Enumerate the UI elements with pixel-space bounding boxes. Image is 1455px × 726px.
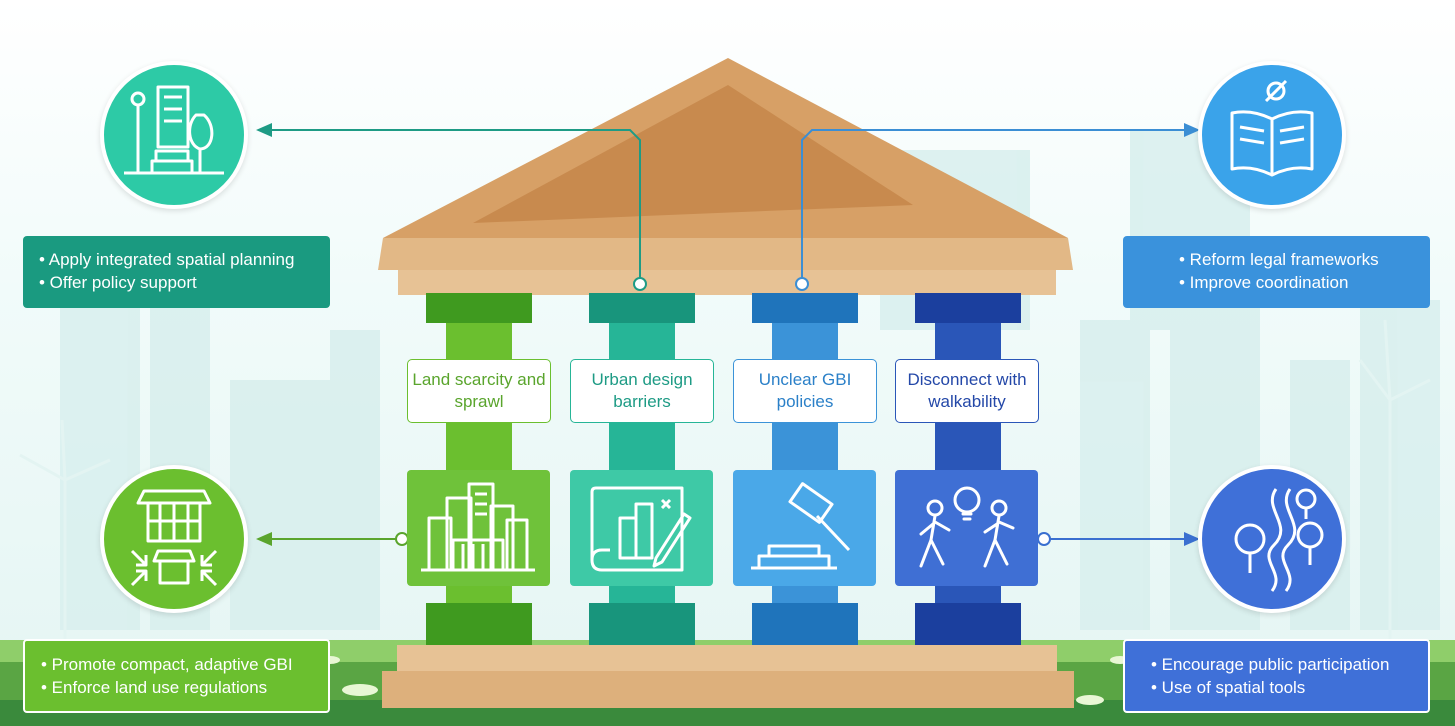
solution-item: • Use of spatial tools [1151,678,1306,697]
solution-box-top-left: • Apply integrated spatial planning • Of… [23,236,330,308]
open-book-icon [1198,61,1346,209]
solution-item: • Improve coordination [1179,273,1349,292]
temple-base-top [397,645,1057,671]
pillar-label-unclear-gbi: Unclear GBI policies [733,359,877,423]
solution-item: • Promote compact, adaptive GBI [41,655,293,674]
trees-path-icon [1198,465,1346,613]
walking-people-idea-icon [895,470,1038,586]
compact-building-icon [100,465,248,613]
solution-item: • Apply integrated spatial planning [39,250,295,269]
pillar-label-walkability: Disconnect with walkability [895,359,1039,423]
solution-item: • Encourage public participation [1151,655,1390,674]
solution-box-top-right: • Reform legal frameworks • Improve coor… [1123,236,1430,308]
solution-item: • Enforce land use regulations [41,678,268,697]
urban-blueprint-icon [570,470,713,586]
solution-item: • Offer policy support [39,273,197,292]
pillar-label-urban-design: Urban design barriers [570,359,714,423]
city-building-tree-icon [100,61,248,209]
temple-base-bottom [382,671,1074,708]
gavel-icon [733,470,876,586]
solution-box-bottom-right: • Encourage public participation • Use o… [1123,639,1430,713]
pillar-label-land-scarcity: Land scarcity and sprawl [407,359,551,423]
solution-item: • Reform legal frameworks [1179,250,1379,269]
city-skyline-icon [407,470,550,586]
solution-box-bottom-left: • Promote compact, adaptive GBI • Enforc… [23,639,330,713]
